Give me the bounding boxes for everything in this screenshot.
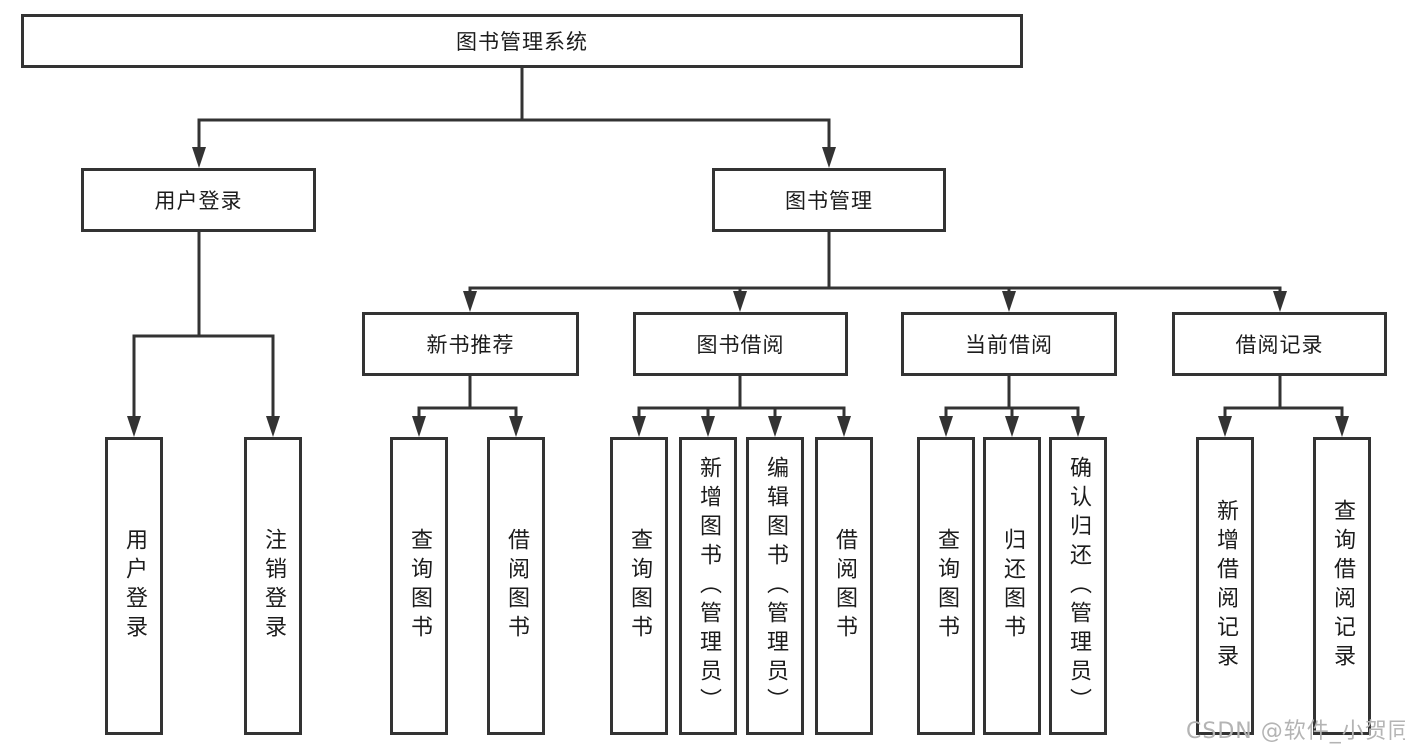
- connector-userlogin-to-leaves: [132, 232, 275, 432]
- node-user-login: 用户登录: [81, 168, 316, 232]
- csdn-watermark: CSDN @软件_小贺同学: [1186, 719, 1405, 744]
- leaf-nbr-query-books: 查询图书: [390, 437, 448, 735]
- connector-borrowrecords-to-leaves: [1223, 376, 1344, 432]
- node-root: 图书管理系统: [21, 14, 1023, 68]
- leaf-bb-query-books: 查询图书: [610, 437, 668, 735]
- arrowhead: [1071, 416, 1085, 437]
- node-borrow-records: 借阅记录: [1172, 312, 1387, 376]
- node-book-management: 图书管理: [712, 168, 946, 232]
- leaf-br-add-record: 新增借阅记录: [1196, 437, 1254, 735]
- leaf-br-query-record: 查询借阅记录: [1313, 437, 1371, 735]
- arrowhead: [837, 416, 851, 437]
- arrowhead: [509, 416, 523, 437]
- connector-root-to-level2: [197, 68, 831, 163]
- arrowhead: [127, 416, 141, 437]
- leaf-bb-add-books: 新增图书（管理员）: [679, 437, 737, 735]
- arrowhead: [192, 147, 206, 168]
- arrowhead: [1002, 291, 1016, 312]
- leaf-bb-edit-books: 编辑图书（管理员）: [746, 437, 804, 735]
- arrowhead: [1273, 291, 1287, 312]
- node-new-book-recommend: 新书推荐: [362, 312, 579, 376]
- leaf-cb-return-books: 归还图书: [983, 437, 1041, 735]
- arrowhead: [701, 416, 715, 437]
- leaf-cb-query-books: 查询图书: [917, 437, 975, 735]
- arrowhead: [266, 416, 280, 437]
- leaf-logout: 注销登录: [244, 437, 302, 735]
- connector-bookmgmt-to-level3: [468, 232, 1282, 307]
- arrowhead: [822, 147, 836, 168]
- node-current-borrow: 当前借阅: [901, 312, 1117, 376]
- arrowhead: [733, 291, 747, 312]
- leaf-bb-borrow-books: 借阅图书: [815, 437, 873, 735]
- arrowhead: [1005, 416, 1019, 437]
- arrowhead: [939, 416, 953, 437]
- arrowhead: [768, 416, 782, 437]
- connector-newbookrec-to-leaves: [417, 376, 518, 432]
- node-book-borrow: 图书借阅: [633, 312, 848, 376]
- connector-bookborrow-to-leaves: [637, 376, 846, 432]
- leaf-user-login: 用户登录: [105, 437, 163, 735]
- arrowhead: [632, 416, 646, 437]
- connector-currentborrow-to-leaves: [944, 376, 1080, 432]
- leaf-cb-confirm-return: 确认归还（管理员）: [1049, 437, 1107, 735]
- arrowhead: [1335, 416, 1349, 437]
- arrowhead: [1218, 416, 1232, 437]
- arrowhead: [463, 291, 477, 312]
- leaf-nbr-borrow-books: 借阅图书: [487, 437, 545, 735]
- arrowhead: [412, 416, 426, 437]
